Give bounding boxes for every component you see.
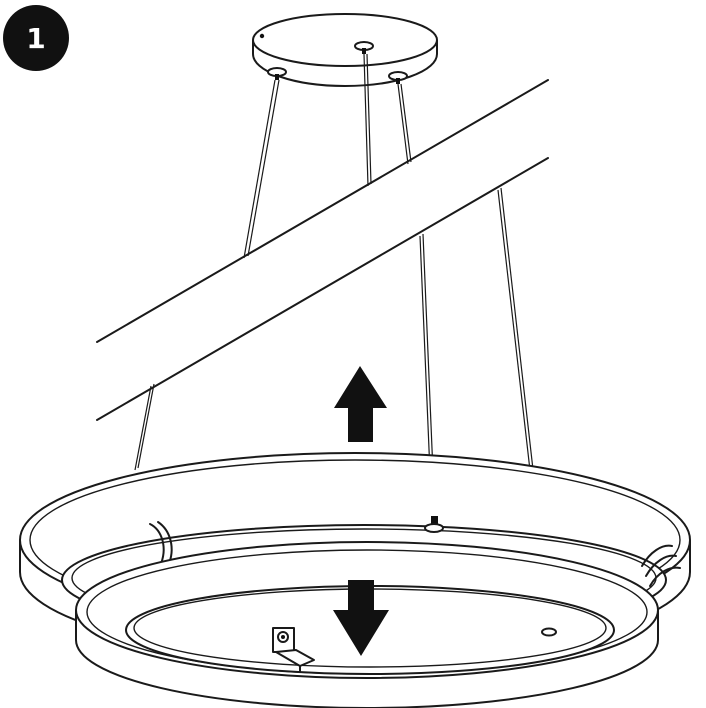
connector-clip <box>272 627 315 673</box>
inner-ring-gripper <box>541 627 557 637</box>
canopy-cable-gripper <box>267 41 408 84</box>
ring-cable-gripper <box>424 516 444 533</box>
step-badge-circle <box>3 5 69 71</box>
arrow-up-icon <box>334 366 387 442</box>
step-number: 1 <box>26 22 45 55</box>
suspension-cables <box>134 53 552 629</box>
ceiling-beam <box>96 79 549 421</box>
arrow-down-icon <box>333 580 389 656</box>
ceiling-canopy <box>252 13 438 87</box>
step-badge: 1 <box>3 5 69 71</box>
